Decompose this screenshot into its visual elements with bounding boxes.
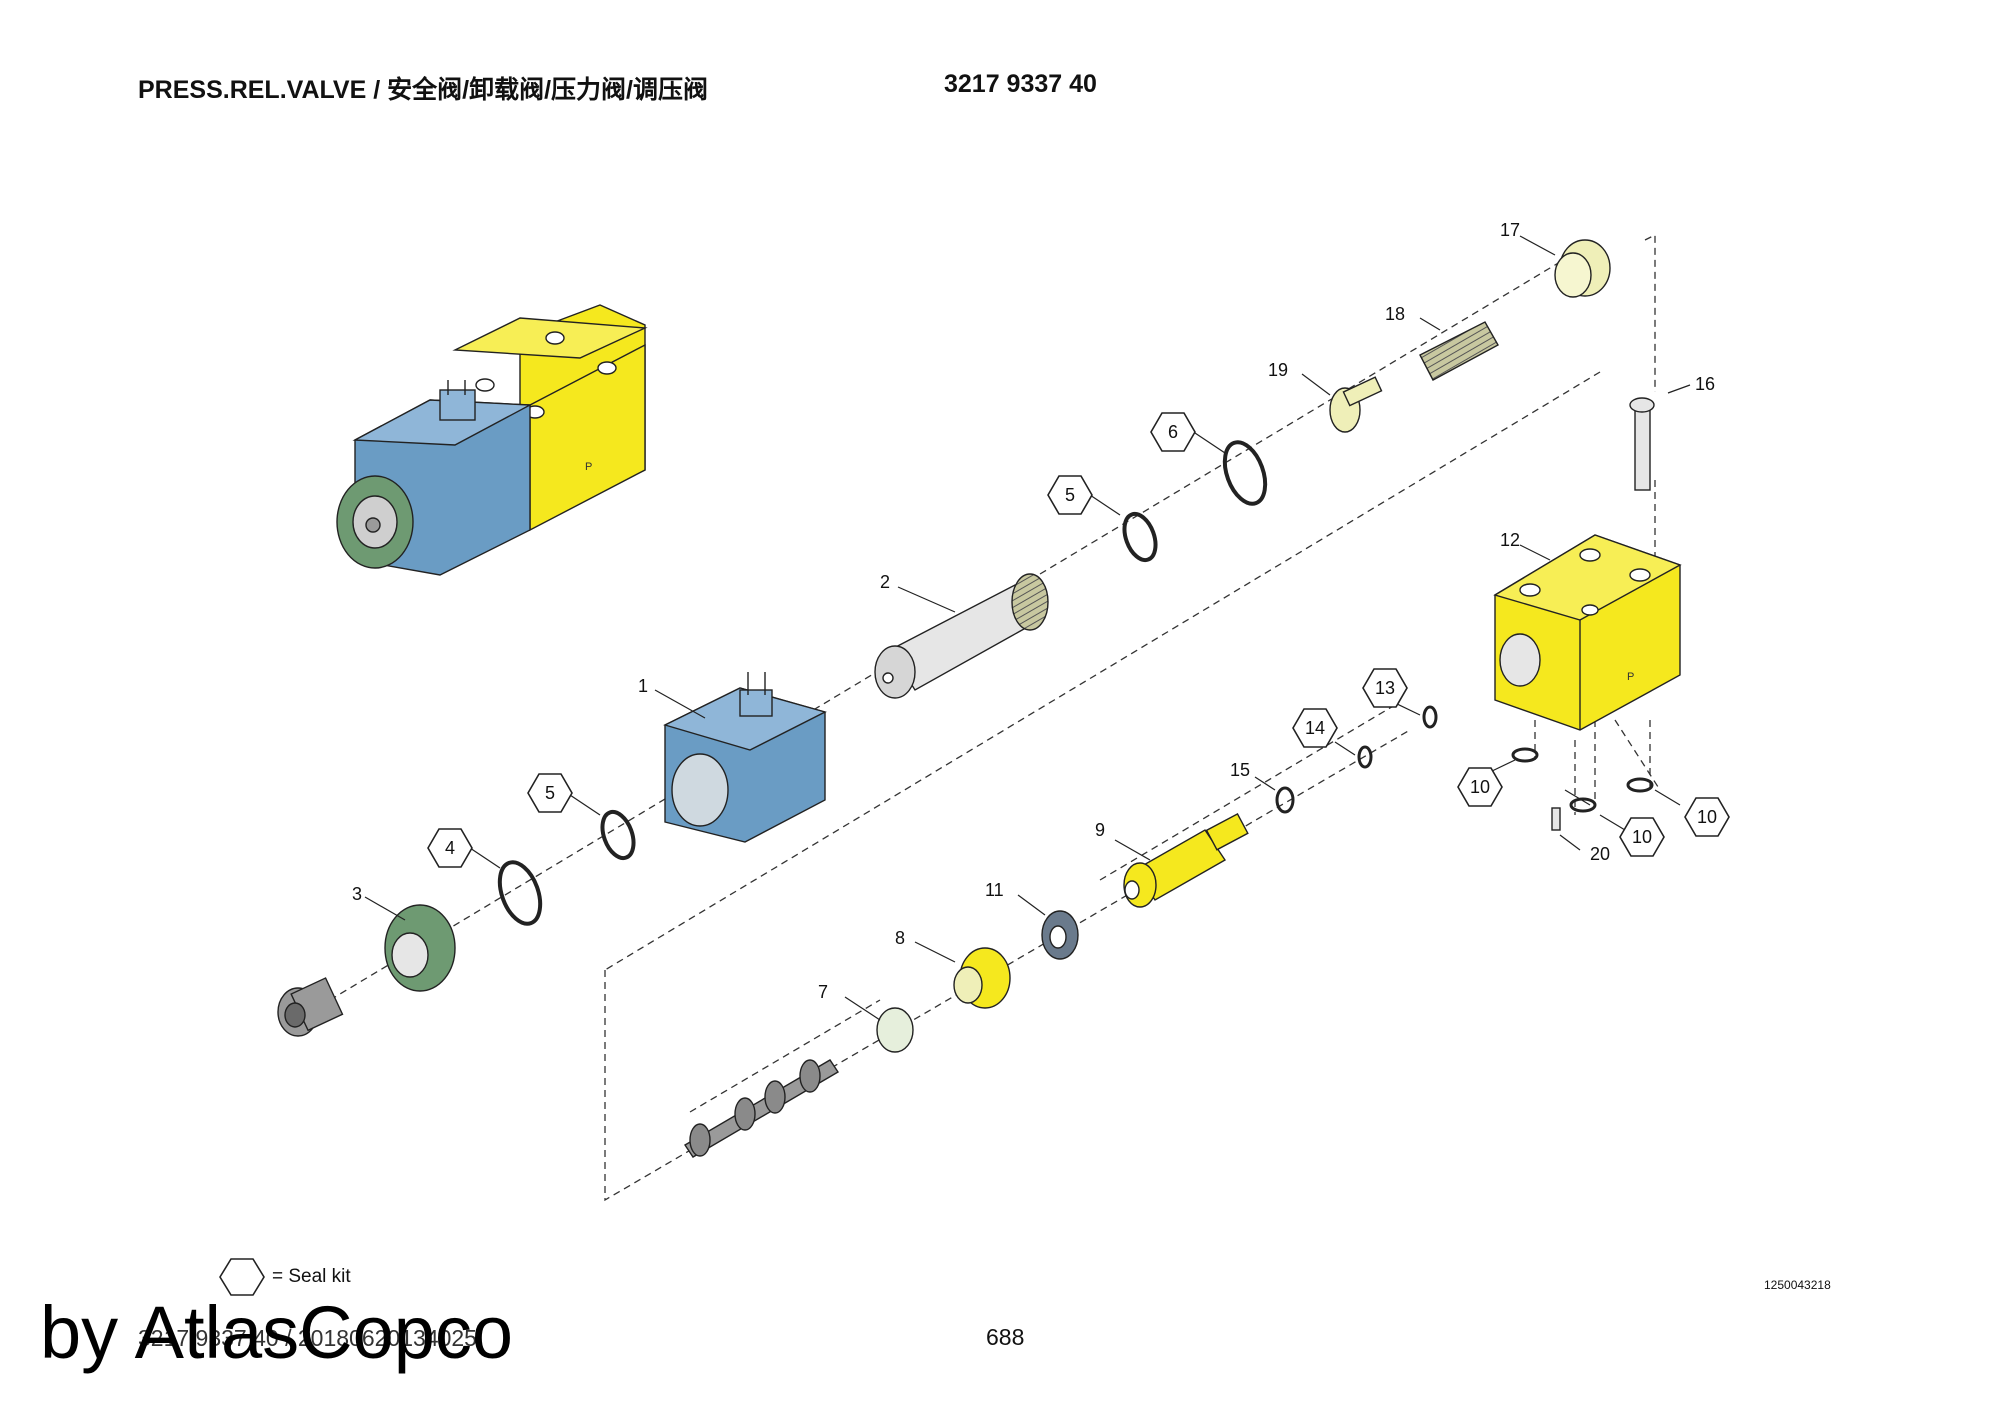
plug-part	[277, 977, 344, 1037]
coil-part-1	[663, 672, 827, 843]
callout-label-10-c: 10	[1697, 807, 1717, 827]
part-number: 3217 9337 40	[944, 70, 1097, 98]
callout-hex-6: 6	[1150, 412, 1196, 452]
callout-label-16: 16	[1695, 374, 1715, 394]
pin-part-20	[1551, 807, 1561, 831]
callout-label-11: 11	[985, 880, 1004, 900]
callout-label-9: 9	[1095, 820, 1105, 840]
cap-part-17	[1554, 239, 1611, 298]
callout-hex-13: 13	[1362, 668, 1408, 708]
watermark: by AtlasCopco	[40, 1291, 514, 1374]
svg-text:P: P	[1627, 671, 1634, 683]
callout-hex-5-upper: 5	[1047, 475, 1093, 515]
hexagon-icon	[219, 1258, 265, 1296]
document-reference: 3217 9337 40 / 20180620134025	[138, 1325, 477, 1351]
leader-lines	[364, 235, 1691, 1021]
callout-label-1: 1	[638, 676, 648, 696]
spring-part-18	[1419, 321, 1499, 381]
callout-label-18: 18	[1385, 304, 1405, 324]
callout-label-20: 20	[1590, 844, 1610, 864]
callout-hex-10-a: 10	[1457, 767, 1503, 807]
callout-label-8: 8	[895, 928, 905, 948]
svg-text:P: P	[585, 461, 592, 473]
bushing-part-8	[953, 947, 1011, 1009]
callout-hex-14: 14	[1292, 708, 1338, 748]
callout-label-5-lower: 5	[545, 783, 555, 803]
seal-kit-legend: = Seal kit	[218, 1257, 351, 1297]
callout-hex-4: 4	[427, 828, 473, 868]
bolt-part-16	[1629, 397, 1655, 491]
callout-label-13: 13	[1375, 678, 1395, 698]
tube-part-2	[874, 573, 1049, 699]
seal-kit-callouts: 4 5 5 6 13 14 10 10	[427, 412, 1730, 868]
drawing-id: 1250043218	[1764, 1278, 1831, 1292]
piston-part-9	[1123, 812, 1249, 908]
callout-hex-10-b: 10	[1619, 817, 1665, 857]
callout-label-6: 6	[1168, 422, 1178, 442]
callout-label-15: 15	[1230, 760, 1250, 780]
nut-part-3	[384, 904, 456, 992]
callout-label-10-b: 10	[1632, 827, 1652, 847]
page-title: PRESS.REL.VALVE / 安全阀/卸载阀/压力阀/调压阀	[138, 76, 708, 104]
callout-hex-10-c: 10	[1684, 797, 1730, 837]
callout-label-2: 2	[880, 572, 890, 592]
assembled-valve: P	[336, 304, 648, 576]
callout-label-5-upper: 5	[1065, 485, 1075, 505]
assembly-lines	[329, 233, 1661, 1202]
callout-label-17: 17	[1500, 220, 1520, 240]
legend-label: = Seal kit	[272, 1266, 351, 1287]
guide-part-19	[1329, 376, 1383, 433]
callout-label-10-a: 10	[1470, 777, 1490, 797]
plain-callouts: 1 2 3 7 8 9 11 12 15 16 17 18 19 20	[352, 220, 1715, 1002]
o-rings	[497, 440, 1268, 926]
valve-body-part-12: P	[1493, 534, 1682, 731]
callout-label-12: 12	[1500, 530, 1520, 550]
seal-part-11	[1041, 910, 1079, 960]
callout-label-4: 4	[445, 838, 455, 858]
page-number: 688	[986, 1324, 1025, 1350]
callout-label-19: 19	[1268, 360, 1288, 380]
callout-label-14: 14	[1305, 718, 1325, 738]
callout-label-7: 7	[818, 982, 828, 1002]
nut-part-7	[876, 1007, 914, 1053]
callout-hex-5-lower: 5	[527, 773, 573, 813]
spindle	[684, 1059, 839, 1158]
callout-label-3: 3	[352, 884, 362, 904]
small-seals	[1275, 705, 1654, 814]
